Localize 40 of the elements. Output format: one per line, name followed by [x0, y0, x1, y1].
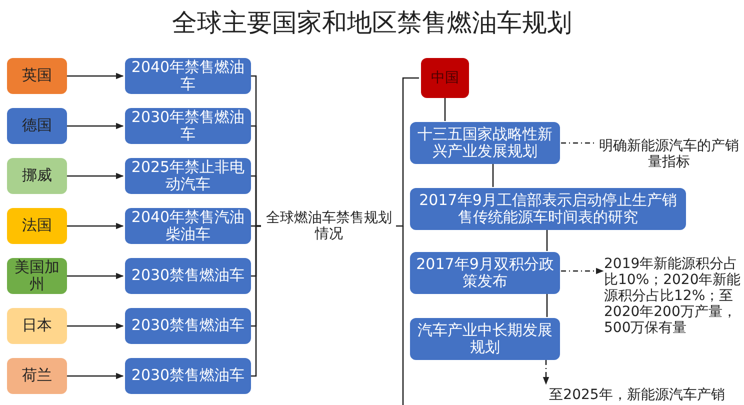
country-box: 法国 [7, 208, 67, 244]
policy-box: 2017年9月双积分政策发布 [410, 252, 560, 294]
connector-line [546, 230, 548, 251]
policy-box: 十三五国家战略性新兴产业发展规划 [410, 122, 560, 164]
policy-box: 2030年禁售燃油车 [125, 108, 251, 144]
note-text: 至2025年，新能源汽车产销 [549, 386, 725, 404]
policy-box: 2030禁售燃油车 [125, 258, 251, 294]
policy-box: 2030禁售燃油车 [125, 358, 251, 394]
arrow [561, 268, 604, 274]
note-text: 2019年新能源积分占比10%；2020年新能源积分占比12%；至2020年200万产量，500万保有量 [604, 256, 742, 336]
arrow [67, 372, 124, 380]
country-box: 美国加州 [7, 258, 67, 294]
summary-text: 全球燃油车禁售规划情况 [265, 210, 393, 242]
arrow [67, 322, 124, 330]
policy-box: 2040年禁售汽油柴油车 [125, 208, 251, 244]
arrow [67, 122, 124, 130]
connector-line [444, 98, 446, 121]
arrow [67, 72, 124, 80]
connector-line [396, 77, 419, 227]
title: 全球主要国家和地区禁售燃油车规划 [172, 8, 572, 37]
policy-box: 2017年9月工信部表示启动停止生产销售传统能源车时间表的研究 [410, 188, 686, 230]
country-box: 英国 [7, 58, 67, 94]
policy-box: 汽车产业中长期发展规划 [410, 318, 560, 360]
country-box: 中国 [421, 58, 469, 98]
country-box: 日本 [7, 308, 67, 344]
country-box: 挪威 [7, 158, 67, 194]
arrow [67, 222, 124, 230]
connector-line [546, 294, 548, 317]
connector-line [492, 164, 494, 187]
policy-box: 2040年禁售燃油车 [125, 58, 251, 94]
arrow [67, 272, 124, 280]
note-text: 明确新能源汽车的产销量指标 [598, 138, 740, 170]
arrow [67, 172, 124, 180]
arrow [542, 360, 550, 385]
policy-box: 2025年禁止非电动汽车 [125, 158, 251, 194]
country-box: 德国 [7, 108, 67, 144]
connector-line [561, 142, 595, 144]
country-box: 荷兰 [7, 358, 67, 394]
connector-line [251, 225, 261, 377]
policy-box: 2030禁售燃油车 [125, 308, 251, 344]
